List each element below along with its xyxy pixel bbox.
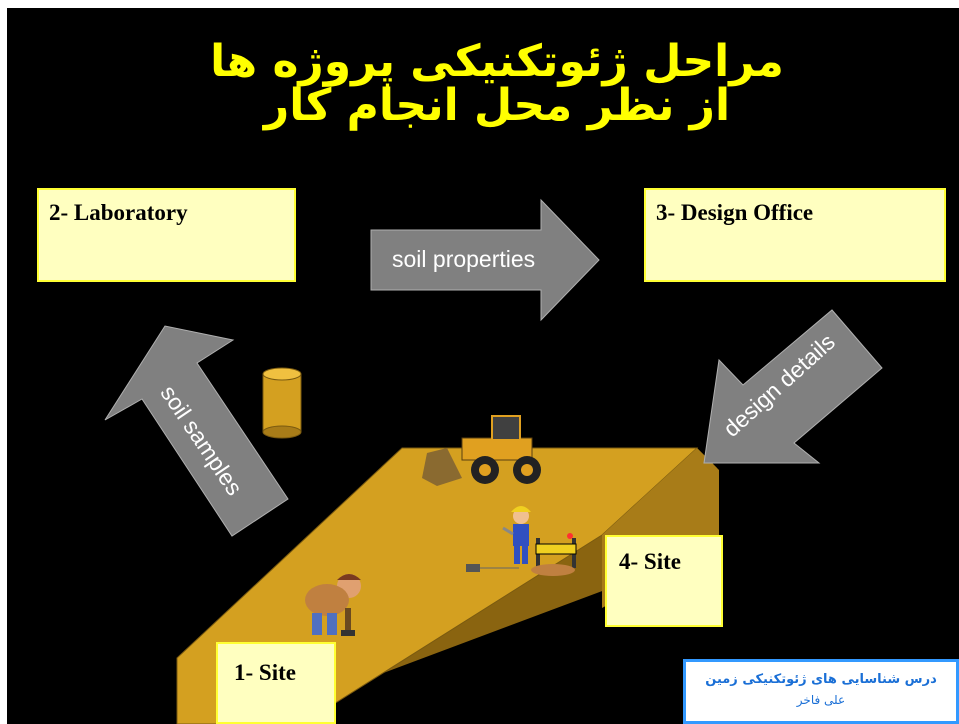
title-line-2: از نظر محل انجام کار (263, 80, 731, 131)
site-1-box: 1- Site (216, 642, 336, 724)
course-title: درس شناسایی های ژئوتکنیکی زمین (705, 672, 937, 687)
soil-properties-arrow (370, 198, 600, 322)
course-footer: درس شناسایی های ژئوتکنیکی زمین علی فاخر (683, 659, 959, 724)
soil-properties-label: soil properties (392, 246, 536, 272)
site-4-box: 4- Site (605, 535, 723, 627)
design-details-arrow (703, 309, 883, 464)
slide-title: مراحل ژئوتکنیکی پروژه ها از نظر محل انجا… (97, 40, 897, 128)
laboratory-box: 2- Laboratory (37, 188, 296, 282)
loader-vehicle-icon (422, 415, 541, 486)
design-office-box: 3- Design Office (644, 188, 946, 282)
title-line-1: مراحل ژئوتکنیکی پروژه ها (210, 36, 784, 87)
sample-container-icon (262, 367, 302, 439)
slide: مراحل ژئوتکنیکی پروژه ها از نظر محل انجا… (7, 8, 959, 724)
kneeling-worker-icon (305, 574, 361, 636)
author-name: علی فاخر (796, 693, 846, 707)
barricade-icon (531, 533, 577, 576)
surveyor-worker-icon (466, 506, 531, 572)
soil-samples-arrow (104, 325, 289, 537)
